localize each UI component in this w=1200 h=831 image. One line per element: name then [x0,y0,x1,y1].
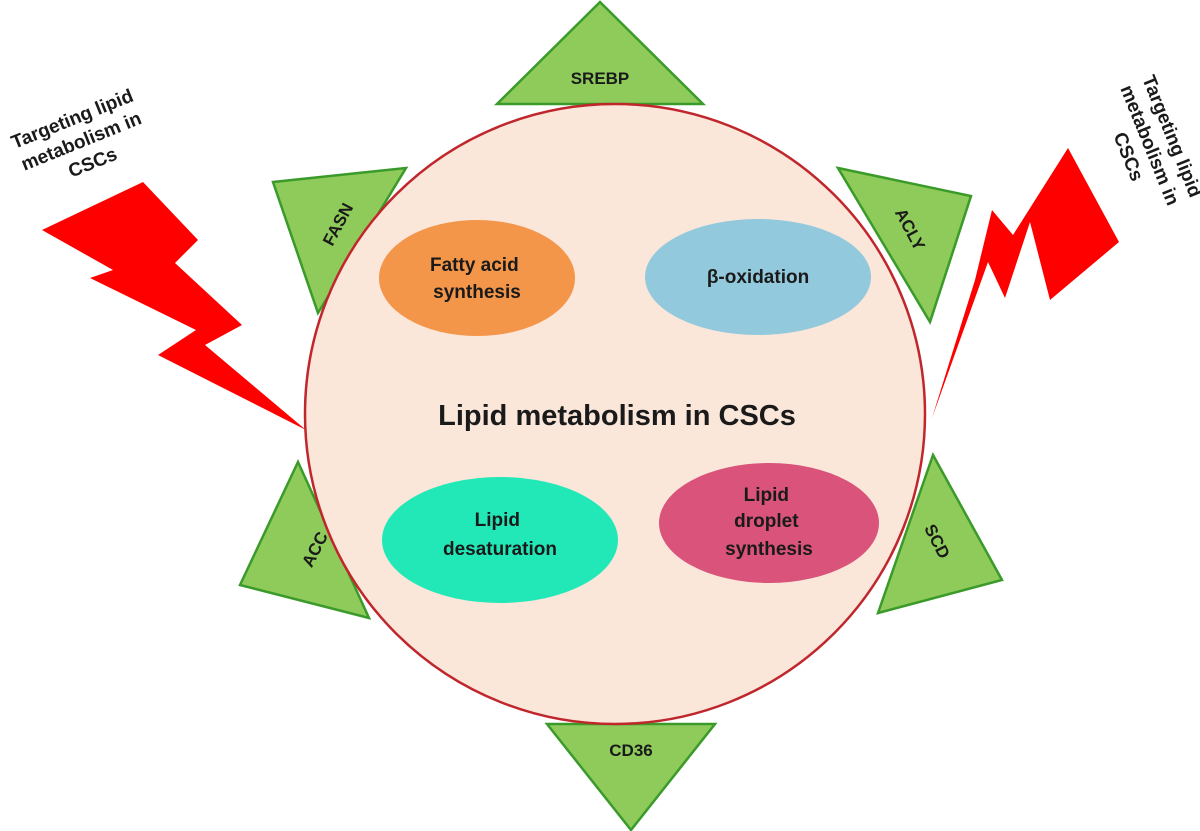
target-acly: ACLY [835,166,973,326]
target-cd36: CD36 [544,722,718,831]
process-lipid-droplet-synthesis: Lipid droplet synthesis [659,463,879,583]
left-lightning-bolt: Targeting lipid metabolism in CSCs [9,84,306,430]
process-lipid-droplet-synthesis-oval [659,463,879,583]
target-srebp-triangle [493,0,707,106]
target-scd-triangle [876,451,1004,615]
right-bolt-icon [932,148,1119,418]
process-lipid-desaturation-label: Lipid desaturation [443,510,557,560]
center-title: Lipid metabolism in CSCs [438,400,796,432]
left-bolt-icon [42,182,306,430]
right-lightning-bolt: Targeting lipid metabolism in CSCs [932,73,1200,418]
target-fasn: FASN [271,166,409,316]
target-cd36-triangle [544,722,718,831]
target-cd36-label: CD36 [609,741,652,760]
target-acly-triangle [835,166,973,326]
target-scd: SCD [876,451,1004,615]
process-lipid-droplet-synthesis-label: Lipid droplet synthesis [725,485,813,560]
right-bolt-label: Targeting lipid metabolism in CSCs [1093,73,1200,224]
process-fatty-acid-synthesis-label: Fatty acid synthesis [430,255,524,303]
process-beta-oxidation-oval [645,219,871,335]
process-lipid-desaturation-oval [382,477,618,603]
process-lipid-desaturation: Lipid desaturation [382,477,618,603]
process-beta-oxidation-label: β-oxidation [707,267,809,288]
process-fatty-acid-synthesis: Fatty acid synthesis [379,220,575,336]
left-bolt-label: Targeting lipid metabolism in CSCs [9,84,160,198]
target-acc: ACC [238,459,372,620]
target-srebp: SREBP [493,0,707,106]
target-srebp-label: SREBP [571,69,630,88]
process-beta-oxidation: β-oxidation [645,219,871,335]
process-fatty-acid-synthesis-oval [379,220,575,336]
